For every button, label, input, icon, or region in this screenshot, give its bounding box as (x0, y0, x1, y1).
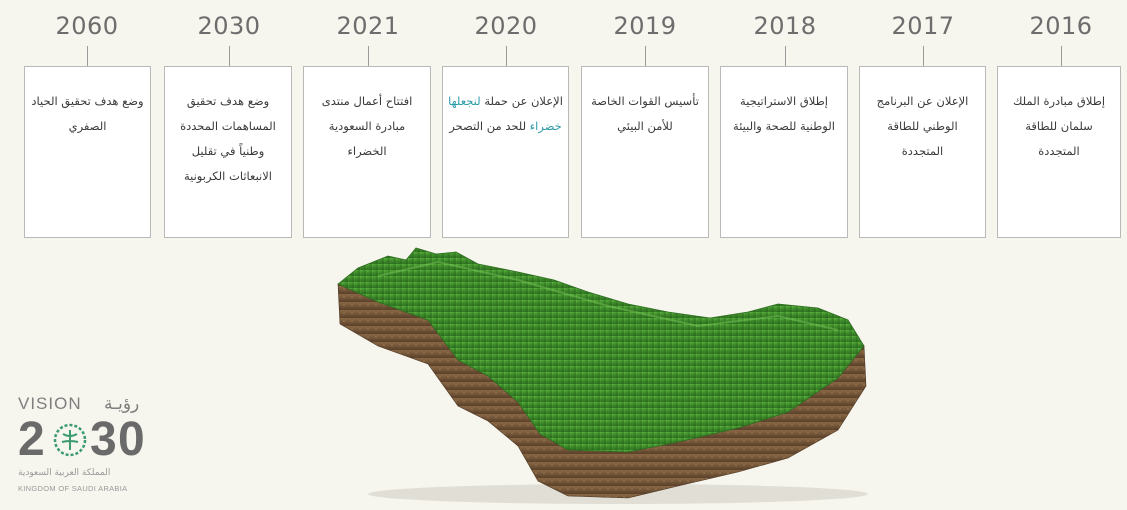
event-card-2019: تأسيس القوات الخاصة للأمن البيئي (581, 66, 709, 238)
event-text: للحد من التصحر (449, 119, 527, 133)
event-text: الإعلان عن حملة (484, 94, 563, 108)
connector-line (1061, 46, 1062, 66)
year-label: 2019 (613, 12, 677, 40)
year-label: 2030 (197, 12, 261, 40)
year-label: 2020 (474, 12, 538, 40)
connector-line (785, 46, 786, 66)
event-card-2017: الإعلان عن البرنامج الوطني للطاقة المتجد… (859, 66, 986, 238)
event-card-2030: وضع هدف تحقيق المساهمات المحددة وطنياً ف… (164, 66, 292, 238)
campaign-name-highlight: لنجعلها خضراء (448, 94, 562, 133)
event-card-2021: افتتاح أعمال منتدى مبادرة السعودية الخضر… (303, 66, 431, 238)
logo-digit: 0 (118, 413, 145, 466)
logo-kingdom-english: KINGDOM OF SAUDI ARABIA (18, 484, 128, 493)
logo-kingdom-arabic: المملكة العربية السعودية (18, 468, 111, 478)
connector-line (229, 46, 230, 66)
logo-vision-arabic: رؤيـة (104, 394, 140, 414)
connector-line (645, 46, 646, 66)
connector-line (87, 46, 88, 66)
event-card-2018: إطلاق الاستراتيجية الوطنية للصحة والبيئة (720, 66, 848, 238)
year-label: 2017 (891, 12, 955, 40)
connector-line (923, 46, 924, 66)
year-label: 2016 (1029, 12, 1093, 40)
event-card-2060: وضع هدف تحقيق الحياد الصفري (24, 66, 151, 238)
logo-digit: 3 (90, 413, 117, 466)
connector-line (506, 46, 507, 66)
logo-digit: 2 (18, 413, 45, 466)
year-label: 2018 (753, 12, 817, 40)
year-label: 2021 (336, 12, 400, 40)
event-card-2016: إطلاق مبادرة الملك سلمان للطاقة المتجددة (997, 66, 1121, 238)
year-label: 2060 (55, 12, 119, 40)
logo-vision-text: VISION (18, 394, 82, 413)
connector-line (368, 46, 369, 66)
event-card-2020: الإعلان عن حملة لنجعلها خضراء للحد من ال… (442, 66, 569, 238)
vision-2030-logo: VISION رؤيـة 2 3 0 المملكة العربية السعو… (18, 394, 158, 504)
logo-year: 2 3 0 (18, 414, 158, 466)
saudi-map-illustration (337, 247, 868, 504)
palm-emblem-icon (53, 423, 87, 457)
